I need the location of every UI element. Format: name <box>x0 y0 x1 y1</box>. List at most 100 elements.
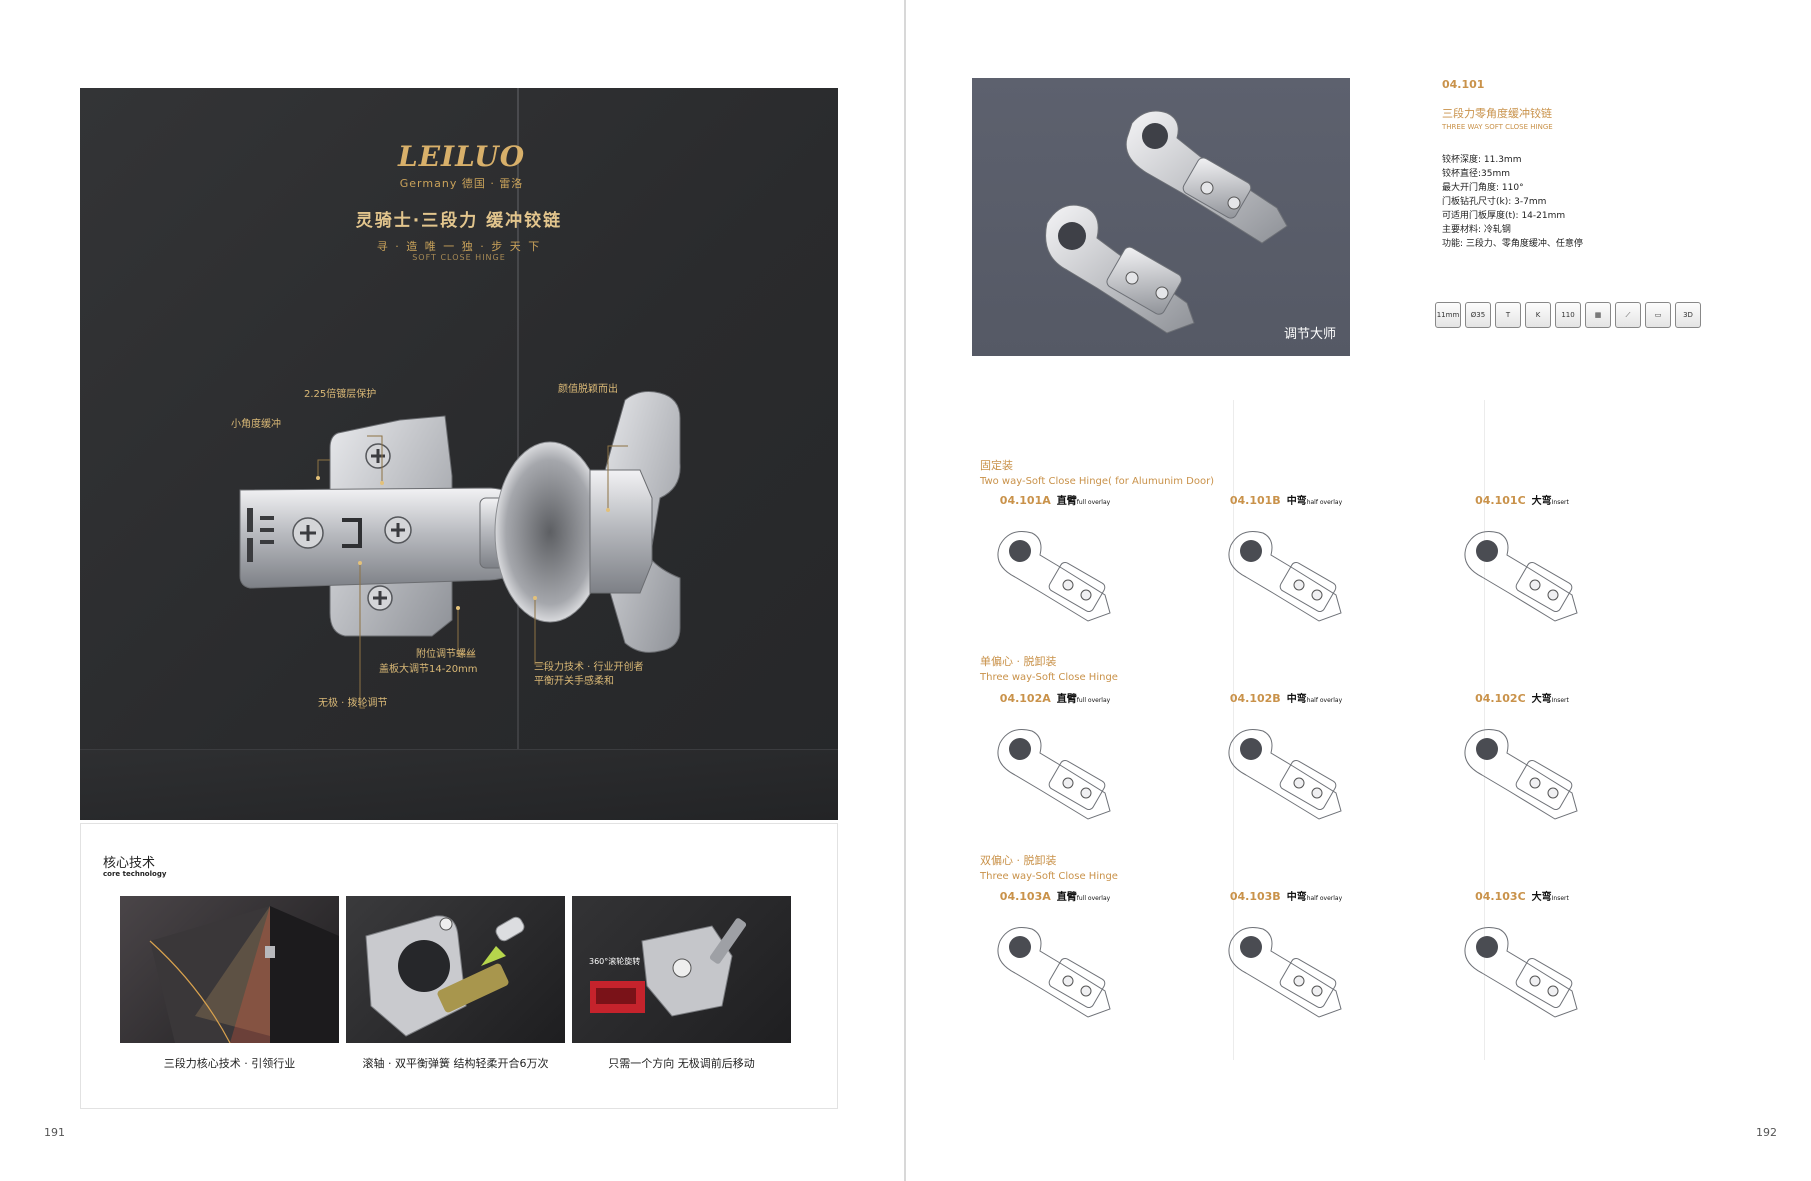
variant-arm-type: 中弯 <box>1286 892 1307 903</box>
spec-name: 三段力零角度缓冲铰链 <box>1442 107 1552 120</box>
callout-wheel: 无极 · 拨轮调节 <box>318 698 388 709</box>
variant-overlay: Insert <box>1551 697 1569 704</box>
section-title: 单偏心 · 脱卸装 <box>980 655 1057 668</box>
core-title-en: core technology <box>103 870 167 878</box>
spec-line: 可适用门板厚度(t): 14-21mm <box>1442 211 1566 221</box>
variant-04-102a: 04.102A 直臂full overlay <box>960 690 1150 823</box>
section-title: 固定装 <box>980 459 1013 472</box>
core-card-roller: 滚轴 · 双平衡弹簧 结构轻柔开合6万次 <box>346 896 565 1071</box>
variant-overlay: Insert <box>1551 895 1569 902</box>
spec-line: 铰杯深度: 11.3mm <box>1442 155 1522 165</box>
section-subtitle: Three way-Soft Close Hinge <box>980 672 1118 683</box>
core-card-three-stage: 三段力核心技术 · 引领行业 <box>120 896 339 1071</box>
callout-screw-1: 附位调节螺丝 <box>416 649 476 660</box>
variant-arm-type: 直臂 <box>1056 694 1077 705</box>
variant-arm-type: 大弯 <box>1531 892 1552 903</box>
spec-line: 铰杯直径:35mm <box>1442 169 1511 179</box>
grid-divider <box>1233 400 1234 1060</box>
variant-overlay: full overlay <box>1076 697 1111 704</box>
boring-distance-icon: K <box>1525 302 1551 328</box>
three-d-icon: 3D <box>1675 302 1701 328</box>
core-caption: 只需一个方向 无极调前后移动 <box>608 1057 755 1070</box>
hinge-thumbnail <box>1464 729 1578 820</box>
variant-code: 04.102C <box>1475 692 1526 705</box>
variant-04-103a: 04.103A 直臂full overlay <box>960 888 1150 1021</box>
callout-tech-2: 平衡开关手感柔和 <box>534 676 614 687</box>
callout-small-angle: 小角度缓冲 <box>231 419 281 430</box>
spec-block: 04.101 三段力零角度缓冲铰链 THREE WAY SOFT CLOSE H… <box>1442 78 1583 251</box>
section-single-eccentric: 单偏心 · 脱卸装 Three way-Soft Close Hinge <box>980 653 1118 683</box>
variant-04-103b: 04.103B 中弯half overlay <box>1191 888 1381 1021</box>
hero-title: 灵骑士·三段力 缓冲铰链 <box>355 211 563 231</box>
cup-diameter-icon: Ø35 <box>1465 302 1491 328</box>
spec-code: 04.101 <box>1442 78 1485 91</box>
page-number-right: 192 <box>1756 1126 1777 1139</box>
door-edge <box>517 88 519 788</box>
callout-tech-1: 三段力技术 · 行业开创者 <box>534 662 644 673</box>
section-subtitle: Two way-Soft Close Hinge( for Alumunim D… <box>980 476 1215 487</box>
product-hinge-graphic <box>1045 110 1288 334</box>
section-double-eccentric: 双偏心 · 脱卸装 Three way-Soft Close Hinge <box>980 852 1118 882</box>
hinge-thumbnail <box>1228 531 1342 622</box>
spec-list: 铰杯深度: 11.3mm 铰杯直径:35mm 最大开门角度: 110° 门板钻孔… <box>1442 153 1583 251</box>
callout-appearance: 颜值脱颖而出 <box>558 384 618 395</box>
variant-code: 04.101C <box>1475 494 1526 507</box>
cup-depth-icon: 11mm <box>1435 302 1461 328</box>
variant-code: 04.101A <box>999 494 1051 507</box>
core-caption: 三段力核心技术 · 引领行业 <box>163 1057 296 1070</box>
variant-label: 04.103A 直臂full overlay <box>960 888 1150 903</box>
core-technology-panel: 核心技术 core technology 三段力核心技术 · 引领行业 <box>80 823 838 1109</box>
hinge-thumbnail <box>997 729 1111 820</box>
spec-line: 功能: 三段力、零角度缓冲、任意停 <box>1442 239 1583 249</box>
core-card-wheel: 360°滚轮旋转 只需一个方向 无极调前后移动 <box>572 896 791 1071</box>
product-photo: 调节大师 <box>972 78 1350 356</box>
wheel-adjust-graphic <box>590 918 747 1017</box>
core-image-roller <box>346 896 565 1043</box>
feature-icon-row: 11mm Ø35 T K 110 ▦ ⟋ ▭ 3D <box>1435 302 1701 328</box>
screwdriver-icon: ⟋ <box>1615 302 1641 328</box>
core-title: 核心技术 <box>103 856 156 871</box>
variant-label: 04.102A 直臂full overlay <box>960 690 1150 705</box>
variant-overlay: half overlay <box>1306 895 1343 902</box>
variant-code: 04.103A <box>999 890 1051 903</box>
tag-360-rotation: 360°滚轮旋转 <box>589 957 641 966</box>
core-image-door-angle <box>120 896 339 1043</box>
door-thickness-icon: T <box>1495 302 1521 328</box>
variant-code: 04.102A <box>999 692 1051 705</box>
hinge-thumbnail <box>1464 927 1578 1018</box>
hinge-thumbnail <box>1228 927 1342 1018</box>
variant-arm-type: 直臂 <box>1056 892 1077 903</box>
cabinet-icon: ▦ <box>1585 302 1611 328</box>
section-subtitle: Three way-Soft Close Hinge <box>980 871 1118 882</box>
brand-subtitle: Germany 德国 · 雷洛 <box>399 177 524 190</box>
variant-overlay: half overlay <box>1306 697 1343 704</box>
opening-angle-icon: 110 <box>1555 302 1581 328</box>
left-page: LEILUO Germany 德国 · 雷洛 灵骑士·三段力 缓冲铰链 寻 · … <box>0 0 904 1181</box>
spec-name-en: THREE WAY SOFT CLOSE HINGE <box>1442 123 1553 131</box>
variant-code: 04.103B <box>1229 890 1281 903</box>
brand-logo: LEILUO <box>398 140 526 173</box>
page-number-left: 191 <box>44 1126 65 1139</box>
hinge-thumbnail <box>997 927 1111 1018</box>
section-title: 双偏心 · 脱卸装 <box>980 854 1057 867</box>
core-caption: 滚轴 · 双平衡弹簧 结构轻柔开合6万次 <box>362 1057 549 1070</box>
tray-icon: ▭ <box>1645 302 1671 328</box>
brand-block: LEILUO Germany 德国 · 雷洛 <box>398 140 525 191</box>
variant-overlay: full overlay <box>1076 895 1111 902</box>
spec-line: 最大开门角度: 110° <box>1442 183 1524 193</box>
callout-plating: 2.25倍镀层保护 <box>304 389 377 400</box>
hinge-thumbnail <box>1228 729 1342 820</box>
variant-arm-type: 直臂 <box>1056 496 1077 507</box>
hero-banner: LEILUO Germany 德国 · 雷洛 灵骑士·三段力 缓冲铰链 寻 · … <box>80 88 838 820</box>
roller-exploded-graphic <box>365 915 525 1037</box>
photo-label: 调节大师 <box>1283 327 1336 342</box>
